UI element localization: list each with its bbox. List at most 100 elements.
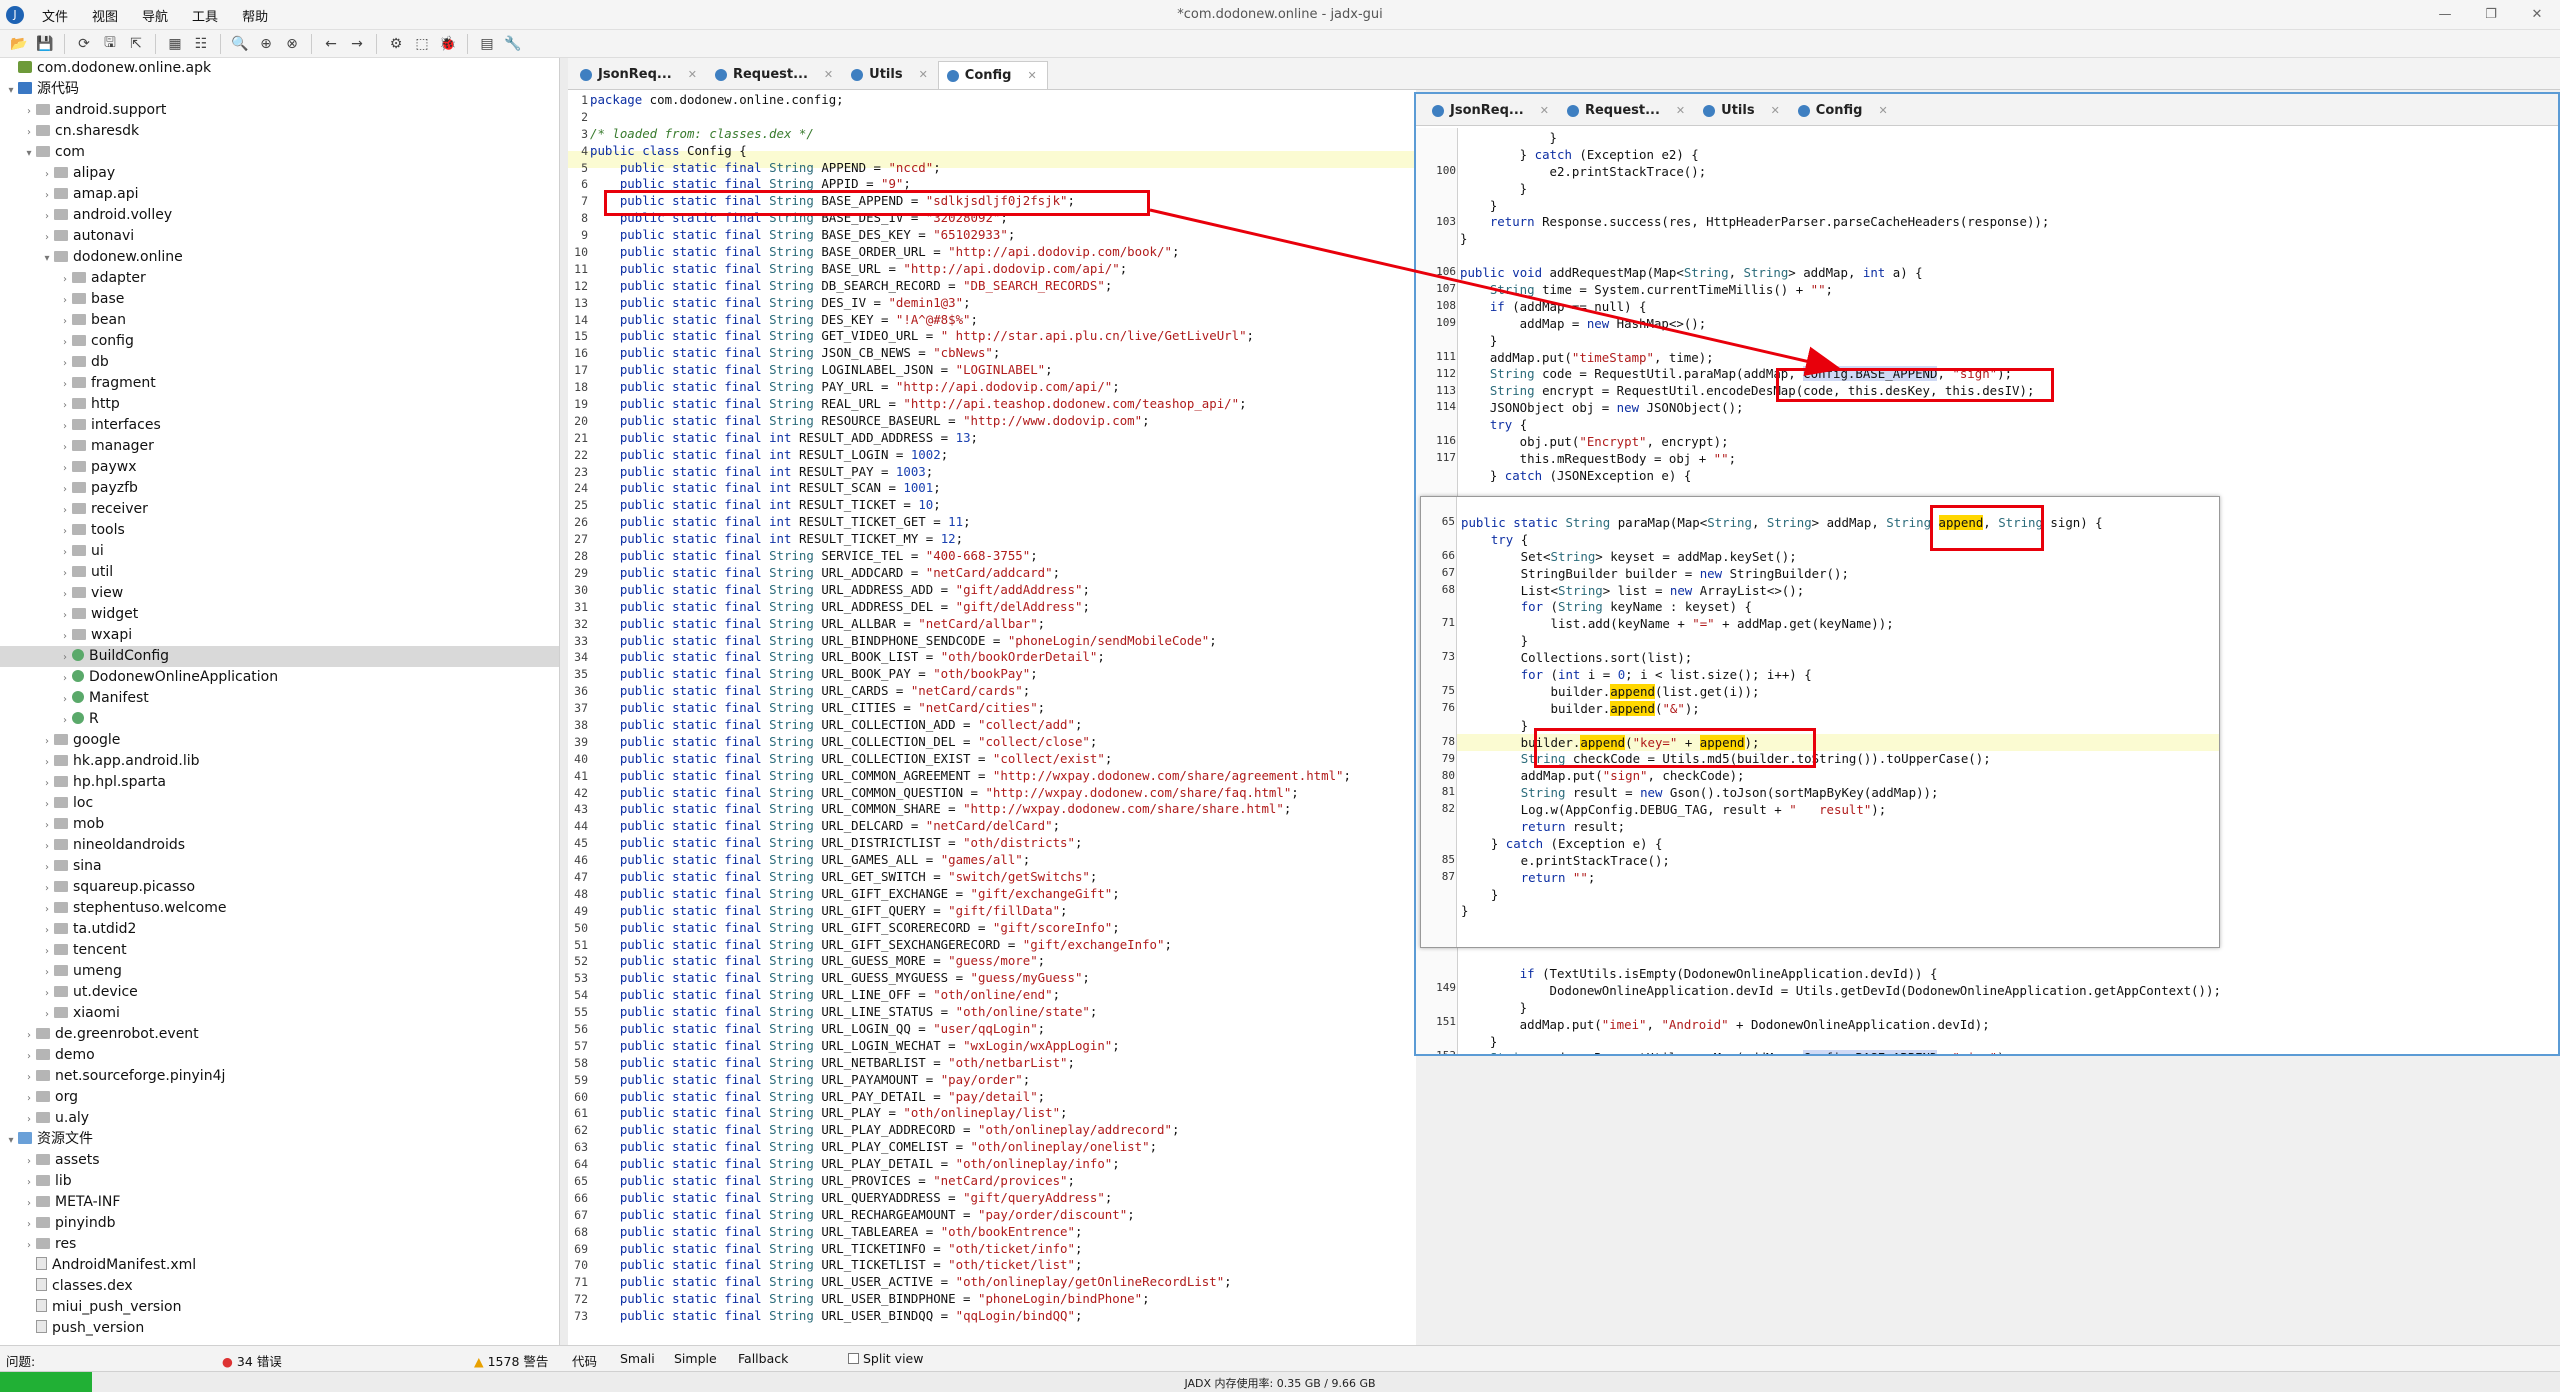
collapsed-chevron-icon[interactable]: › — [63, 358, 67, 369]
tree-item[interactable]: ▾资源文件 — [0, 1129, 559, 1150]
code-line[interactable]: public static final String URL_DISTRICTL… — [619, 835, 1083, 851]
collapsed-chevron-icon[interactable]: › — [45, 988, 49, 999]
tab-jsonreq[interactable]: JsonReq...✕ — [1424, 97, 1559, 125]
close-tab-icon[interactable]: ✕ — [918, 68, 928, 81]
code-line[interactable]: public static final String APPEND = "ncc… — [619, 159, 941, 175]
tree-item[interactable]: ›payzfb — [0, 478, 559, 499]
collapsed-chevron-icon[interactable]: › — [45, 841, 49, 852]
code-line[interactable]: JSONObject obj = new JSONObject(); — [1460, 400, 1744, 416]
code-line[interactable]: addMap.put("imei", "Android" + DodonewOn… — [1460, 1016, 1990, 1032]
code-line[interactable]: public static final String URL_USER_BIND… — [619, 1308, 1083, 1324]
collapsed-chevron-icon[interactable]: › — [63, 295, 67, 306]
tree-item[interactable]: ›BuildConfig — [0, 646, 559, 667]
collapsed-chevron-icon[interactable]: › — [45, 1009, 49, 1020]
code-line[interactable]: public static final String BASE_APPEND =… — [619, 193, 1075, 209]
collapsed-chevron-icon[interactable]: › — [63, 442, 67, 453]
tree-item[interactable]: ›interfaces — [0, 415, 559, 436]
code-line[interactable]: obj.put("Encrypt", encrypt); — [1460, 434, 1729, 450]
code-line[interactable]: public static final String URL_PLAY = "o… — [619, 1105, 1068, 1121]
code-line[interactable] — [1460, 248, 2049, 265]
collapsed-chevron-icon[interactable]: › — [63, 673, 67, 684]
code-line[interactable]: public static final String URL_GIFT_SEXC… — [619, 936, 1172, 952]
code-line[interactable]: public static final String URL_PLAY_COME… — [619, 1139, 1158, 1155]
forward-icon[interactable]: → — [351, 35, 363, 52]
collapsed-chevron-icon[interactable]: › — [27, 1219, 31, 1230]
code-line[interactable]: public static String paraMap(Map<String,… — [1461, 515, 2103, 530]
collapsed-chevron-icon[interactable]: › — [27, 106, 31, 117]
log-icon[interactable]: ▤ — [480, 35, 494, 52]
code-line[interactable]: public static final String URL_ADDRESS_D… — [619, 598, 1090, 614]
tree-item[interactable]: ›fragment — [0, 373, 559, 394]
code-line[interactable]: package com.dodonew.online.config; — [590, 92, 844, 107]
code-line[interactable]: } — [1461, 903, 1469, 919]
code-line[interactable]: String code = RequestUtil.paraMap(addMap… — [1460, 1050, 2221, 1054]
code-line[interactable]: public static final String URL_PAY_DETAI… — [619, 1088, 1046, 1104]
code-line[interactable]: public static final String URL_NETBARLIS… — [619, 1054, 1075, 1070]
settings-icon[interactable]: 🔧 — [504, 35, 522, 52]
code-line[interactable]: public static final String PAY_URL = "ht… — [619, 379, 1120, 395]
collapsed-chevron-icon[interactable]: › — [27, 1072, 31, 1083]
tree-item[interactable]: ›demo — [0, 1045, 559, 1066]
code-line[interactable]: public static final String URL_GET_SWITC… — [619, 868, 1098, 884]
code-line[interactable]: public void addRequestMap(Map<String, St… — [1460, 265, 1923, 281]
collapsed-chevron-icon[interactable]: › — [63, 337, 67, 348]
code-line[interactable]: public static final String URL_GIFT_SCOR… — [619, 919, 1120, 935]
collapsed-chevron-icon[interactable]: › — [45, 946, 49, 957]
tree-item[interactable]: ›xiaomi — [0, 1003, 559, 1024]
code-line[interactable]: public static final String URL_GAMES_ALL… — [619, 852, 1031, 868]
tree-item[interactable]: ›ta.utdid2 — [0, 919, 559, 940]
code-line[interactable]: } — [1460, 332, 1498, 348]
tree-item[interactable]: ›ui — [0, 541, 559, 562]
tab-request[interactable]: Request...✕ — [707, 61, 843, 89]
deobf-icon[interactable]: ⚙ — [389, 35, 403, 52]
code-line[interactable]: e2.printStackTrace(); — [1460, 163, 1707, 179]
code-line[interactable]: public static final String BASE_DES_KEY … — [619, 227, 1016, 243]
code-line[interactable]: public static final int RESULT_TICKET = … — [619, 497, 941, 513]
collapsed-chevron-icon[interactable]: › — [27, 1177, 31, 1188]
collapsed-chevron-icon[interactable]: › — [63, 484, 67, 495]
expanded-chevron-icon[interactable]: ▾ — [8, 1135, 14, 1146]
tree-item[interactable]: AndroidManifest.xml — [0, 1255, 559, 1276]
code-line[interactable]: public static final String DES_IV = "dem… — [619, 294, 971, 310]
tree-item[interactable]: ›config — [0, 331, 559, 352]
code-line[interactable]: public static final String URL_CITIES = … — [619, 700, 1046, 716]
code-line[interactable]: list.add(keyName + "=" + addMap.get(keyN… — [1461, 616, 1894, 632]
mode-simple-button[interactable]: Simple — [674, 1351, 717, 1366]
tree-item[interactable]: ›adapter — [0, 268, 559, 289]
code-line[interactable]: e.printStackTrace(); — [1461, 852, 1670, 868]
code-line[interactable]: } — [1461, 717, 1529, 733]
collapsed-chevron-icon[interactable]: › — [63, 568, 67, 579]
code-line[interactable]: public static final String URL_GIFT_QUER… — [619, 902, 1068, 918]
code-line[interactable]: public static final String BASE_URL = "h… — [619, 260, 1128, 276]
code-line[interactable]: if (TextUtils.isEmpty(DodonewOnlineAppli… — [1519, 966, 1938, 981]
tree-item[interactable]: ›mob — [0, 814, 559, 835]
collapsed-chevron-icon[interactable]: › — [45, 778, 49, 789]
tree-item[interactable]: ›tools — [0, 520, 559, 541]
code-line[interactable]: builder.append(list.get(i)); — [1461, 683, 1760, 699]
tree-item[interactable]: miui_push_version — [0, 1297, 559, 1318]
code-line[interactable]: public static final String URL_PAYAMOUNT… — [619, 1071, 1031, 1087]
tree-item[interactable]: ›util — [0, 562, 559, 583]
tree-item[interactable]: ›amap.api — [0, 184, 559, 205]
tree-item[interactable]: ›META-INF — [0, 1192, 559, 1213]
code-line[interactable]: addMap = new HashMap<>(); — [1460, 315, 1707, 331]
tree-item[interactable]: ›ut.device — [0, 982, 559, 1003]
debug-icon[interactable]: 🐞 — [439, 35, 457, 52]
code-line[interactable]: String time = System.currentTimeMillis()… — [1489, 282, 1834, 298]
collapsed-chevron-icon[interactable]: › — [63, 694, 67, 705]
tree-item[interactable]: ›res — [0, 1234, 559, 1255]
tree-item[interactable]: ›Manifest — [0, 688, 559, 709]
collapsed-chevron-icon[interactable]: › — [63, 631, 67, 642]
code-line[interactable]: } catch (JSONException e) { — [1460, 467, 1692, 483]
collapsed-chevron-icon[interactable]: › — [45, 904, 49, 915]
tab-utils[interactable]: Utils✕ — [843, 61, 938, 89]
collapsed-chevron-icon[interactable]: › — [27, 127, 31, 138]
code-line[interactable]: return Response.success(res, HttpHeaderP… — [1489, 214, 2050, 230]
export-icon[interactable]: ⇱ — [130, 35, 142, 52]
tree-item[interactable]: com.dodonew.online.apk — [0, 58, 559, 79]
tree-item[interactable]: ›cn.sharesdk — [0, 121, 559, 142]
tree-item[interactable]: ▾com — [0, 142, 559, 163]
code-line[interactable]: public static final String URL_GIFT_EXCH… — [619, 885, 1120, 901]
code-line[interactable]: public static final String URL_COLLECTIO… — [619, 750, 1113, 766]
